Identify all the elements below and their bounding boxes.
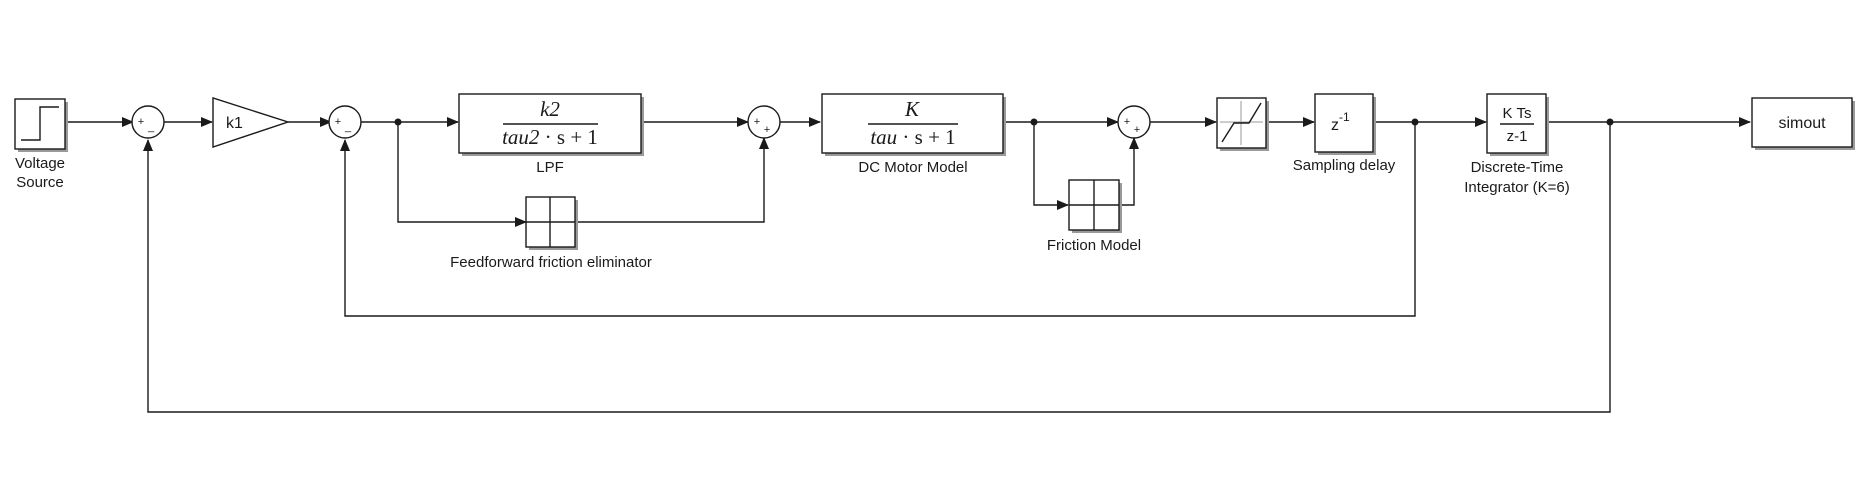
voltage-source-label-line2: Source [16,174,64,191]
sum2-sign-top: + [335,116,341,128]
sum4-sign-top: + [1124,116,1130,128]
sampling-delay-block[interactable]: z-1 Sampling delay [1293,93,1396,174]
lpf-numerator: k2 [540,97,560,121]
simout-block[interactable]: simout [1751,97,1855,150]
gain-label: k1 [226,115,243,132]
wire-outer-feedback[interactable] [143,122,1611,413]
gain-block[interactable]: k1 [212,97,291,148]
branch-point-lpf [394,118,402,126]
sampling-delay-label: Sampling delay [1293,157,1396,174]
branch-point-motor [1030,118,1038,126]
wire-inner-feedback[interactable] [340,122,1416,317]
lpf-label: LPF [536,159,564,176]
sum3-sign-top: + [754,116,760,128]
sum-block-2[interactable]: + _ [328,105,362,139]
friction-model-block[interactable]: Friction Model [1047,179,1141,254]
delay-text: z-1 [1331,110,1350,134]
dc-motor-block[interactable]: K tau · s + 1 DC Motor Model [821,93,1006,176]
integrator-label-line1: Discrete-Time [1471,159,1564,176]
simout-label: simout [1778,115,1826,132]
integrator-block[interactable]: K Ts z-1 Discrete-Time Integrator (K=6) [1464,93,1570,196]
integrator-label-line2: Integrator (K=6) [1464,179,1569,196]
branch-points [394,118,1614,126]
motor-denominator: tau · s + 1 [870,125,955,149]
step-icon [21,106,59,141]
feedforward-label: Feedforward friction eliminator [450,254,652,271]
sum-block-3[interactable]: + + [747,105,781,139]
voltage-source-block[interactable]: Voltage Source [14,98,68,191]
dead-zone-block[interactable] [1216,97,1269,151]
voltage-source-label-line1: Voltage [15,155,65,172]
lpf-denominator: tau2 · s + 1 [502,125,598,149]
motor-numerator: K [904,97,920,121]
sum3-sign-bottom: + [764,124,770,136]
feedforward-block[interactable]: Feedforward friction eliminator [450,196,652,271]
sum-block-1[interactable]: + _ [131,105,165,139]
sum4-sign-bottom: + [1134,124,1140,136]
integrator-denominator: z-1 [1507,128,1528,145]
wire-to-friction[interactable] [1033,122,1069,210]
friction-model-label: Friction Model [1047,237,1141,254]
integrator-numerator: K Ts [1503,105,1532,122]
dead-zone-curve-icon [1221,102,1262,143]
motor-label: DC Motor Model [858,159,967,176]
wire-to-feedforward[interactable] [397,122,527,227]
lpf-block[interactable]: k2 tau2 · s + 1 LPF [458,93,644,176]
sum1-sign-top: + [138,116,144,128]
wire-feedforward-to-sum3[interactable] [576,137,769,223]
signal-lines [66,117,1751,413]
branch-point-integrator [1606,118,1614,126]
branch-point-delay [1411,118,1419,126]
wire-friction-to-sum4[interactable] [1118,137,1139,206]
sum1-sign-bottom: _ [147,121,155,133]
sum-block-4[interactable]: + + [1117,105,1151,139]
sum2-sign-bottom: _ [344,121,352,133]
